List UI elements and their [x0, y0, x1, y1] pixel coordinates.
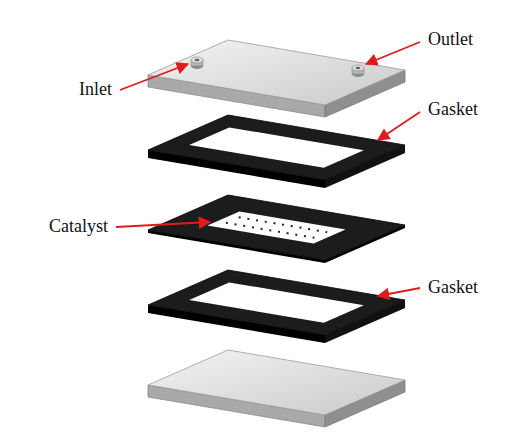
top-plate [148, 40, 405, 117]
leader-arrow [378, 112, 420, 140]
leader-arrows [116, 42, 420, 296]
part-label: Inlet [79, 80, 112, 100]
part-label: Outlet [428, 30, 473, 50]
leader-arrow [366, 42, 420, 64]
part-label: Catalyst [49, 217, 108, 237]
part-label: Gasket [428, 278, 478, 298]
lower-gasket [148, 270, 405, 343]
inlet-port [191, 57, 203, 69]
leader-arrow [378, 288, 420, 296]
catalyst-sheet [148, 195, 405, 263]
leader-arrow [116, 222, 210, 227]
leader-arrow [120, 64, 188, 90]
bottom-plate [148, 350, 405, 427]
part-label: Gasket [428, 100, 478, 120]
outlet-port [352, 65, 364, 77]
upper-gasket [148, 115, 405, 188]
